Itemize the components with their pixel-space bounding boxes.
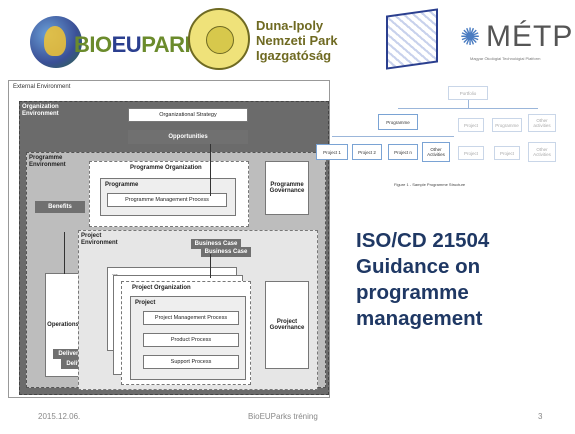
bioeuparks-logo: BIOEUPARKS bbox=[30, 12, 215, 72]
project-box: Project Project Management Process Produ… bbox=[130, 296, 246, 380]
programme-node: Programme bbox=[378, 114, 418, 130]
programme-environment-diagram: External Environment Organization Enviro… bbox=[8, 80, 330, 398]
deliverables-box-1: Deliverables bbox=[53, 349, 99, 359]
title-line-4: management bbox=[356, 307, 483, 330]
benefits-box: Benefits bbox=[35, 201, 85, 213]
project-1-node: Project 1 bbox=[316, 144, 348, 160]
programme-structure-figure: Portfolio Programme Project Programme Ot… bbox=[308, 82, 570, 192]
footer-title: BioEUParks tréning bbox=[248, 412, 318, 421]
faded-programme-node: Programme bbox=[492, 118, 522, 132]
project-management-process-box: Project Management Process bbox=[143, 311, 239, 325]
connector-line bbox=[64, 232, 65, 274]
project-organization-box: Project Organization Project Project Man… bbox=[121, 281, 251, 385]
duna-ipoly-text: Duna-Ipoly Nemzeti Park Igazgatóság bbox=[256, 18, 338, 63]
project-organization-label: Project Organization bbox=[132, 285, 191, 291]
slide-title: ISO/CD 21504 Guidance on programme manag… bbox=[356, 228, 566, 332]
organization-environment-label: Organization Environment bbox=[22, 104, 59, 117]
bioeuparks-emblem-icon bbox=[30, 16, 82, 68]
metp-wordmark: MÉTP bbox=[486, 20, 574, 53]
figure-line bbox=[398, 108, 538, 109]
programme-organization-box: Programme Organization Programme Program… bbox=[89, 161, 249, 227]
title-line-2: Guidance on bbox=[356, 255, 481, 278]
coat-of-arms-logo bbox=[380, 8, 452, 70]
connector-line bbox=[210, 254, 211, 278]
programme-label: Programme bbox=[105, 182, 139, 188]
programme-environment-label: Programme Environment bbox=[29, 155, 66, 168]
organizational-strategy-box: Organizational Strategy bbox=[128, 108, 248, 122]
opportunities-box: Opportunities bbox=[128, 130, 248, 144]
title-line-1: ISO/CD 21504 bbox=[356, 229, 490, 252]
ellipsis-label: ... bbox=[112, 270, 118, 277]
figure-line bbox=[332, 136, 454, 137]
metp-logo: ✺ MÉTP Magyar Ökológiai Technológiai Pla… bbox=[460, 18, 574, 68]
duna-ipoly-seal-icon bbox=[188, 8, 250, 70]
figure-caption: Figure 1 - Sample Programme Structure bbox=[394, 182, 466, 187]
external-environment-label: External Environment bbox=[13, 84, 71, 90]
faded-other-node-2: Other Activities bbox=[528, 142, 556, 162]
support-process-box: Support Process bbox=[143, 355, 239, 369]
project-label: Project bbox=[135, 300, 156, 306]
footer-date: 2015.12.06. bbox=[38, 412, 81, 421]
title-line-3: programme bbox=[356, 281, 469, 304]
business-case-box-1: Business Case bbox=[191, 239, 241, 249]
portfolio-box: Portfolio bbox=[448, 86, 488, 100]
business-case-box-2: Business Case bbox=[201, 247, 251, 257]
project-environment: Project Environment Business Case Busine… bbox=[78, 230, 318, 390]
project-n-node: Project n bbox=[388, 144, 418, 160]
programme-management-process-box: Programme Management Process bbox=[107, 193, 227, 207]
page-number: 3 bbox=[538, 412, 543, 421]
faded-project-node-3: Project bbox=[494, 146, 520, 160]
organization-environment: Organization Environment Organizational … bbox=[19, 101, 329, 395]
metp-spark-icon: ✺ bbox=[460, 24, 481, 51]
product-process-box: Product Process bbox=[143, 333, 239, 347]
faded-other-node: Other activities bbox=[528, 114, 556, 132]
project-governance-box: Project Governance bbox=[265, 281, 309, 369]
faded-project-node: Project bbox=[458, 118, 484, 132]
project-environment-label: Project Environment bbox=[81, 233, 118, 246]
figure-line bbox=[468, 100, 469, 108]
duna-ipoly-logo: Duna-Ipoly Nemzeti Park Igazgatóság bbox=[188, 6, 348, 76]
shield-icon bbox=[386, 8, 438, 70]
programme-governance-box: Programme Governance bbox=[265, 161, 309, 215]
project-2-node: Project 2 bbox=[352, 144, 382, 160]
faded-project-node-2: Project bbox=[458, 146, 484, 160]
metp-tagline: Magyar Ökológiai Technológiai Platform bbox=[470, 56, 541, 61]
other-activities-node: Other Activities bbox=[422, 142, 450, 162]
connector-line bbox=[210, 144, 211, 196]
programme-organization-label: Programme Organization bbox=[130, 165, 202, 171]
programme-box: Programme Programme Management Process bbox=[100, 178, 236, 216]
